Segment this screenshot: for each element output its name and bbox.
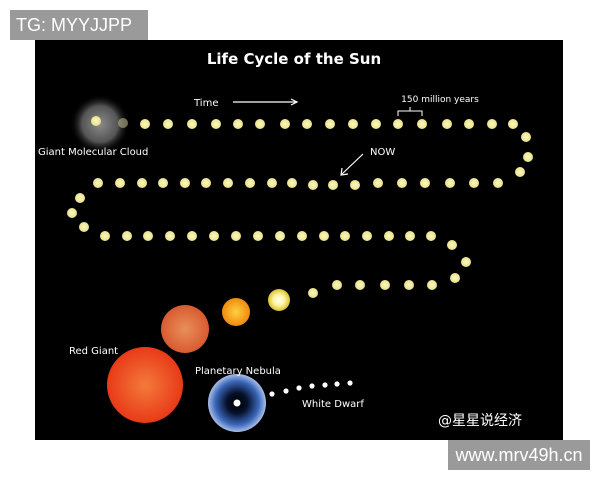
planetary-nebula-label: Planetary Nebula	[195, 366, 281, 377]
star-dot	[297, 231, 307, 241]
star-dot	[348, 119, 358, 129]
star-dot	[269, 391, 275, 397]
star-dot	[469, 178, 479, 188]
now-arrow-icon	[340, 153, 364, 176]
main-sequence-path	[67, 116, 533, 298]
star-dot	[122, 231, 132, 241]
diagram-title: Life Cycle of the Sun	[207, 50, 381, 68]
star-dot	[75, 193, 85, 203]
star-dot	[420, 178, 430, 188]
giant-molecular-cloud-label: Giant Molecular Cloud	[38, 147, 148, 158]
star-dot	[79, 222, 89, 232]
star-dot	[371, 119, 381, 129]
star-dot	[163, 119, 173, 129]
star-dot	[275, 231, 285, 241]
star-dot	[143, 231, 153, 241]
star-dot	[67, 208, 77, 218]
star-dot	[427, 280, 437, 290]
star-dot	[187, 231, 197, 241]
star-dot	[223, 178, 233, 188]
star-dot	[334, 381, 340, 387]
star-dot	[355, 280, 365, 290]
expanding-star	[161, 305, 209, 353]
star-dot	[100, 231, 110, 241]
star-dot	[115, 178, 125, 188]
star-dot	[417, 119, 427, 129]
orange-star	[222, 298, 250, 326]
star-dot	[340, 231, 350, 241]
white-dwarf-path	[269, 380, 353, 397]
star-dot	[426, 231, 436, 241]
star-dot	[508, 119, 518, 129]
star-dot	[211, 119, 221, 129]
corner-credit: @星星说经济	[438, 413, 522, 429]
star-dot	[231, 231, 241, 241]
star-dot	[461, 257, 471, 267]
star-dot	[118, 118, 128, 128]
star-dot	[283, 388, 289, 394]
star-dot	[328, 180, 338, 190]
watermark-top-left: TG: MYYJJPP	[10, 10, 148, 40]
star-dot	[267, 178, 277, 188]
star-dot	[287, 178, 297, 188]
star-dot	[404, 280, 414, 290]
star-dot	[91, 116, 101, 126]
star-dot	[332, 280, 342, 290]
interval-label: 150 million years	[401, 95, 479, 105]
red-giant-label: Red Giant	[69, 346, 118, 357]
star-dot	[93, 178, 103, 188]
star-dot	[209, 231, 219, 241]
white-dwarf-label: White Dwarf	[302, 399, 364, 410]
time-arrow-icon	[233, 98, 299, 106]
star-dot	[384, 231, 394, 241]
star-dot	[165, 231, 175, 241]
star-dot	[493, 178, 503, 188]
nebula-core	[233, 399, 241, 407]
star-dot	[447, 240, 457, 250]
star-dot	[373, 178, 383, 188]
star-dot	[464, 119, 474, 129]
star-dot	[319, 231, 329, 241]
star-dot	[253, 231, 263, 241]
now-label: NOW	[370, 147, 395, 158]
star-dot	[322, 382, 328, 388]
star-dot	[233, 119, 243, 129]
star-dot	[187, 119, 197, 129]
star-dot	[347, 380, 353, 386]
star-dot	[158, 178, 168, 188]
star-dot	[405, 231, 415, 241]
star-dot	[137, 178, 147, 188]
star-dot	[308, 288, 318, 298]
star-dot	[325, 119, 335, 129]
star-dot	[302, 119, 312, 129]
star-dot	[397, 178, 407, 188]
star-dot	[521, 132, 531, 142]
star-dot	[380, 280, 390, 290]
star-dot	[450, 273, 460, 283]
bright-sun	[268, 289, 290, 311]
star-dot	[442, 119, 452, 129]
star-dot	[308, 180, 318, 190]
star-dot	[362, 231, 372, 241]
star-dot	[201, 178, 211, 188]
star-dot	[445, 178, 455, 188]
star-dot	[309, 383, 315, 389]
star-dot	[350, 180, 360, 190]
interval-bracket-icon	[397, 107, 423, 116]
watermark-bottom-right: www.mrv49h.cn	[448, 440, 590, 470]
star-dot	[393, 119, 403, 129]
star-dot	[515, 167, 525, 177]
star-dot	[255, 119, 265, 129]
star-dot	[296, 385, 302, 391]
red-giant	[107, 347, 183, 423]
star-dot	[140, 119, 150, 129]
time-label: Time	[193, 98, 218, 109]
star-dot	[180, 178, 190, 188]
star-dot	[487, 119, 497, 129]
star-dot	[523, 152, 533, 162]
star-dot	[280, 119, 290, 129]
life-cycle-diagram: Life Cycle of the Sun Time 150 million y…	[35, 40, 563, 440]
star-dot	[245, 178, 255, 188]
